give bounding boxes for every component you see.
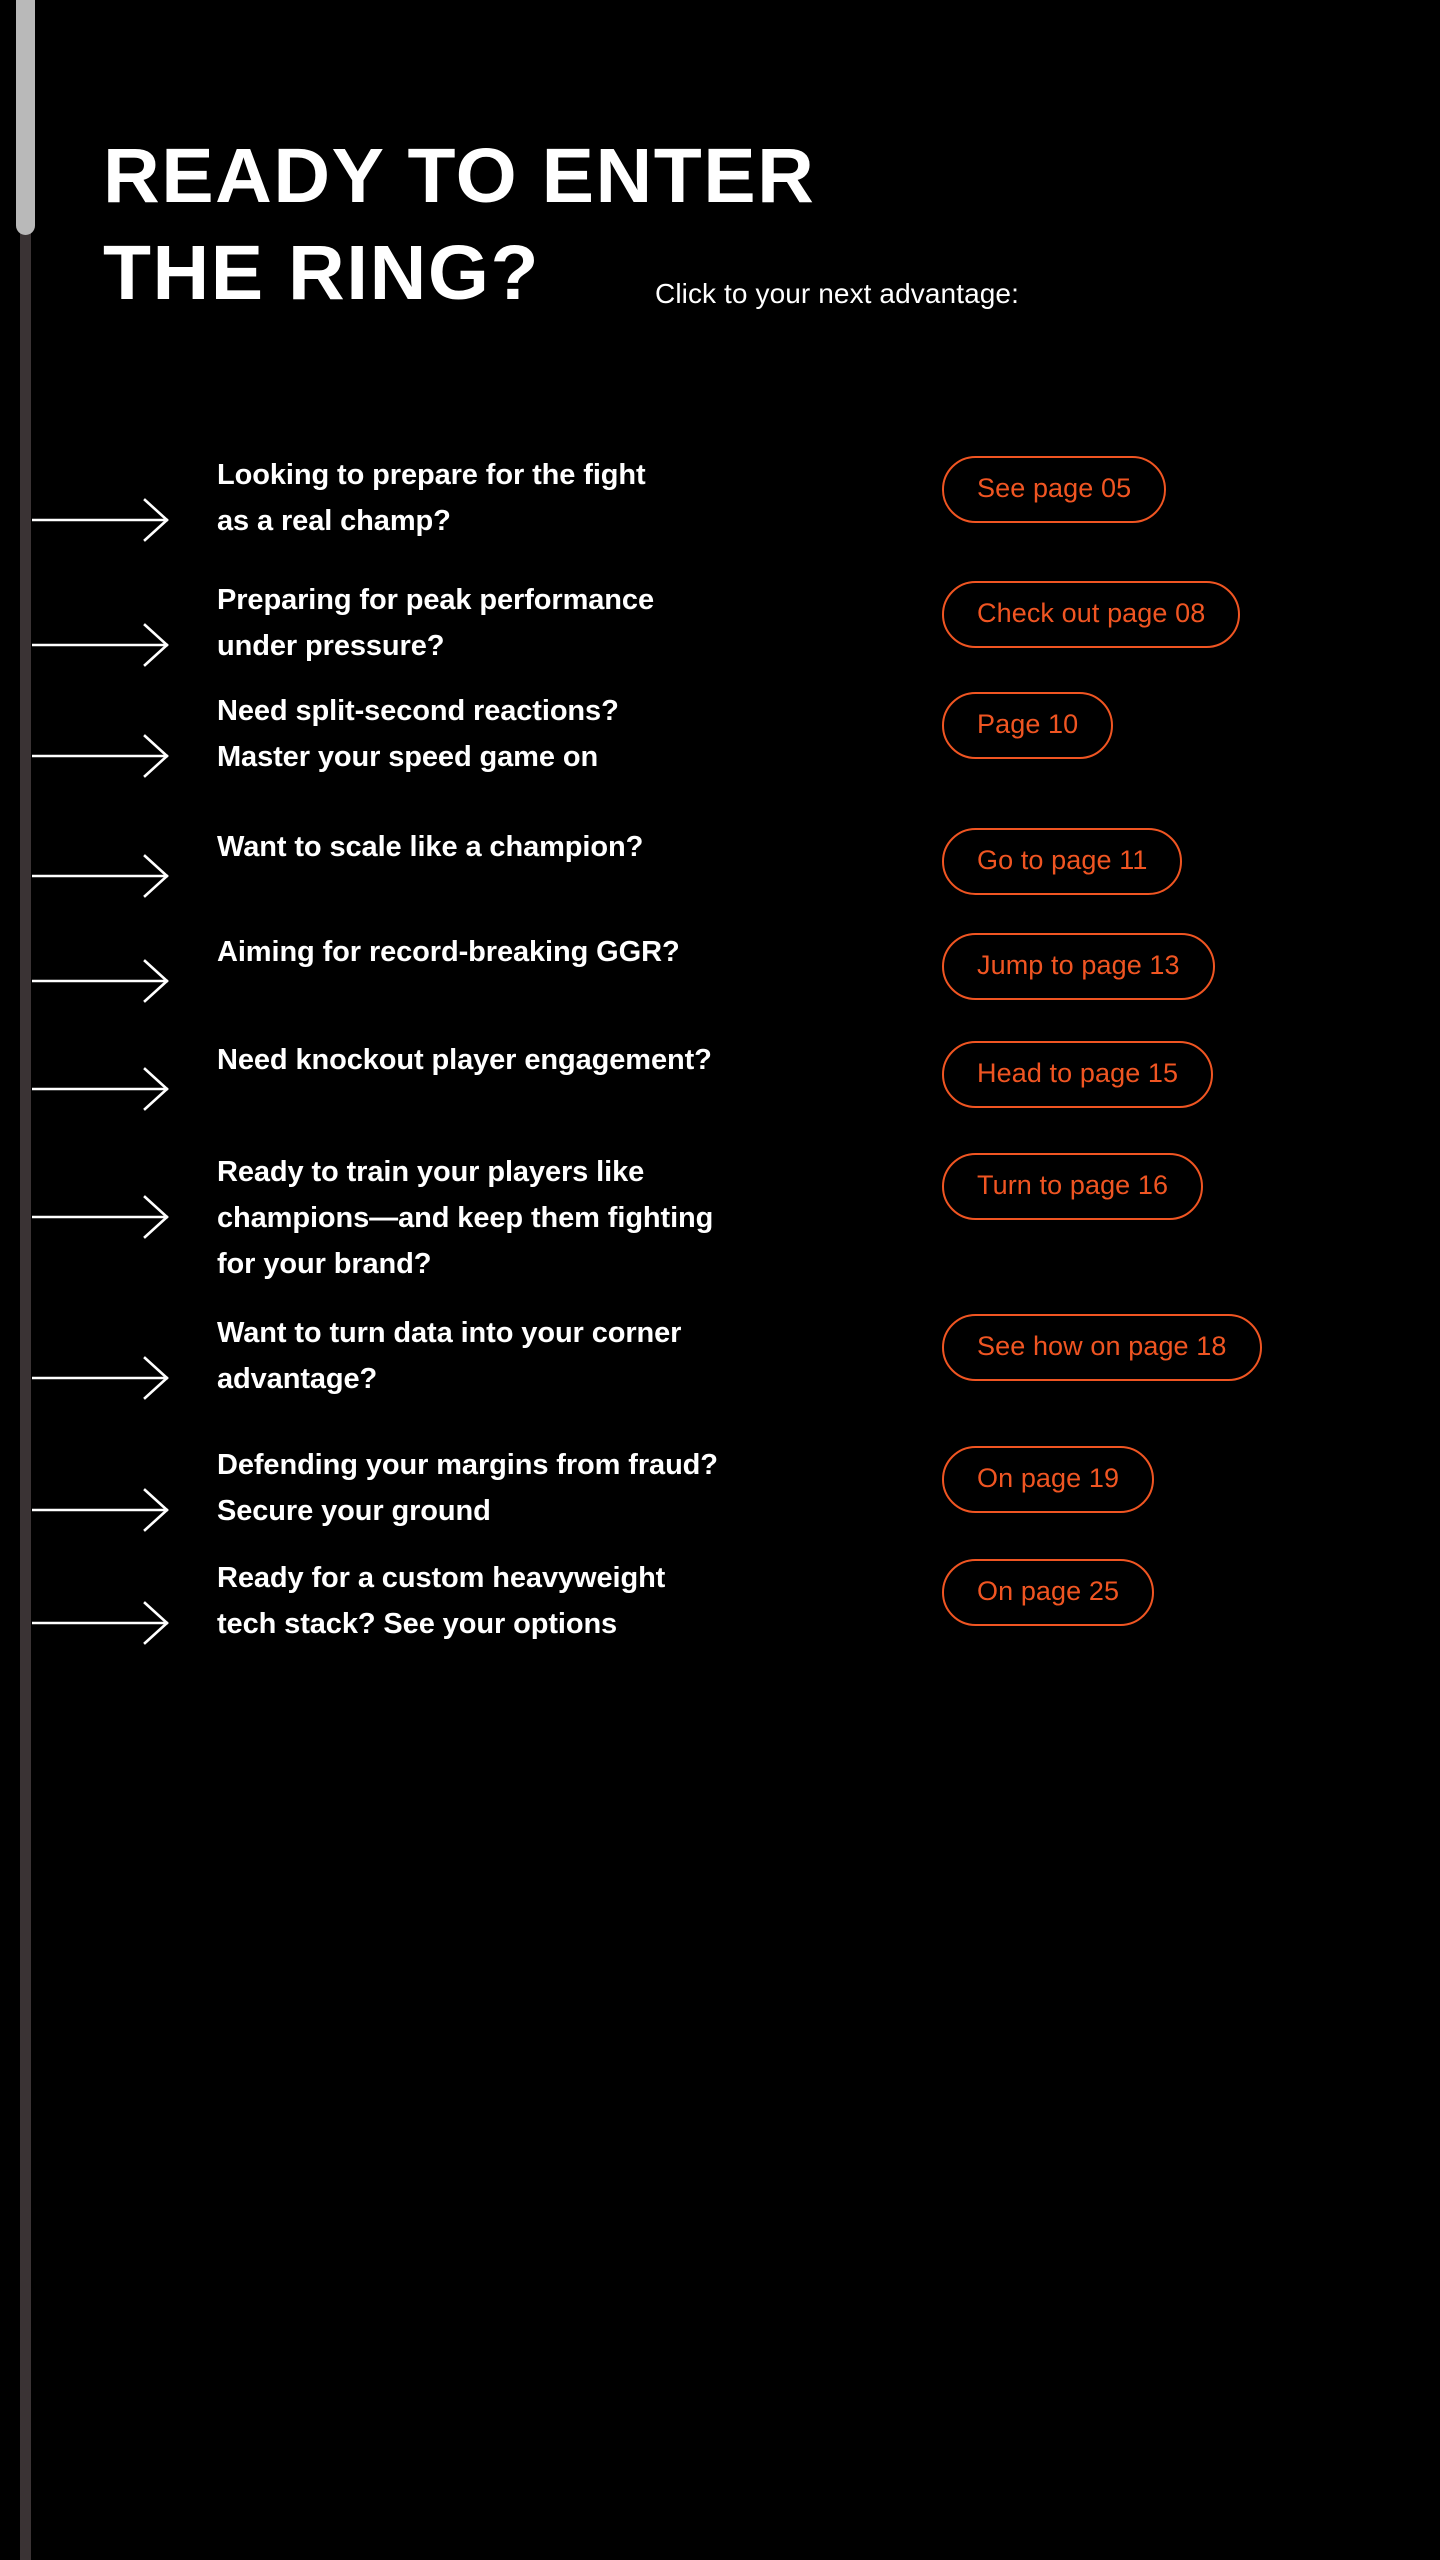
page-subtitle: Click to your next advantage:: [655, 278, 1019, 309]
arrow-right-icon: [32, 959, 182, 1003]
question-row: Looking to prepare for the fight as a re…: [0, 452, 1440, 544]
question-text: Defending your margins from fraud? Secur…: [217, 1449, 718, 1527]
arrow-right-icon: [32, 1356, 182, 1400]
page-link-cell: Check out page 08: [942, 577, 1440, 648]
question-text: Looking to prepare for the fight as a re…: [217, 459, 646, 537]
page-link-button[interactable]: See page 05: [942, 456, 1167, 523]
arrow-right-icon: [32, 1601, 182, 1645]
page-header: READY TO ENTER THE RING?: [0, 0, 1440, 322]
page-link-cell: Jump to page 13: [942, 929, 1440, 1000]
question-row: Defending your margins from fraud? Secur…: [0, 1442, 1440, 1534]
page-link-cell: On page 19: [942, 1442, 1440, 1513]
header-title-row: READY TO ENTER THE RING?: [103, 128, 1440, 322]
arrow-right-icon: [32, 623, 182, 667]
page-link-button[interactable]: Check out page 08: [942, 581, 1241, 648]
arrow-right-icon: [32, 1067, 182, 1111]
question-row: Want to scale like a champion? Go to page…: [0, 824, 1440, 898]
question-text: Want to turn data into your corner advan…: [217, 1317, 682, 1395]
page-link-cell: Page 10: [942, 688, 1440, 759]
question-cell: Defending your margins from fraud? Secur…: [217, 1442, 942, 1534]
page-link-cell: Head to page 15: [942, 1037, 1440, 1108]
page-link-cell: Turn to page 16: [942, 1149, 1440, 1220]
page-title: READY TO ENTER THE RING?: [103, 133, 816, 316]
arrow-right-icon: [32, 854, 182, 898]
question-cell: Want to turn data into your corner advan…: [217, 1310, 942, 1402]
page-link-button[interactable]: On page 19: [942, 1446, 1155, 1513]
scrollbar-track[interactable]: [20, 0, 31, 2560]
question-cell: Need knockout player engagement?: [217, 1037, 942, 1083]
arrow-right-icon: [32, 498, 182, 542]
page-link-cell: On page 25: [942, 1555, 1440, 1626]
page-link-cell: Go to page 11: [942, 824, 1440, 895]
question-row: Ready to train your players like champio…: [0, 1149, 1440, 1287]
page-link-cell: See page 05: [942, 452, 1440, 523]
question-cell: Ready to train your players like champio…: [217, 1149, 942, 1287]
arrow-right-icon: [32, 734, 182, 778]
page-link-button[interactable]: Head to page 15: [942, 1041, 1214, 1108]
page-link-button[interactable]: Page 10: [942, 692, 1114, 759]
question-cell: Need split-second reactions? Master your…: [217, 688, 942, 780]
question-row: Aiming for record-breaking GGR? Jump to p…: [0, 929, 1440, 1003]
arrow-right-icon: [32, 1195, 182, 1239]
question-text: Preparing for peak performance under pre…: [217, 584, 654, 662]
question-text: Want to scale like a champion?: [217, 831, 644, 863]
page-link-cell: See how on page 18: [942, 1310, 1440, 1381]
question-cell: Aiming for record-breaking GGR?: [217, 929, 942, 975]
question-cell: Looking to prepare for the fight as a re…: [217, 452, 942, 544]
question-text: Aiming for record-breaking GGR?: [217, 936, 680, 968]
question-cell: Ready for a custom heavyweight tech stac…: [217, 1555, 942, 1647]
question-row: Need knockout player engagement? Head to …: [0, 1037, 1440, 1111]
page-link-button[interactable]: Turn to page 16: [942, 1153, 1204, 1220]
question-text: Need knockout player engagement?: [217, 1044, 712, 1076]
question-row: Ready for a custom heavyweight tech stac…: [0, 1555, 1440, 1647]
question-text: Ready to train your players like champio…: [217, 1156, 714, 1280]
page-link-button[interactable]: See how on page 18: [942, 1314, 1262, 1381]
page-link-button[interactable]: Go to page 11: [942, 828, 1183, 895]
arrow-right-icon: [32, 1488, 182, 1532]
question-text: Ready for a custom heavyweight tech stac…: [217, 1562, 666, 1640]
page-link-button[interactable]: Jump to page 13: [942, 933, 1215, 1000]
question-row: Preparing for peak performance under pre…: [0, 577, 1440, 669]
scrollbar-thumb[interactable]: [16, 0, 35, 235]
question-row: Need split-second reactions? Master your…: [0, 688, 1440, 780]
page-link-button[interactable]: On page 25: [942, 1559, 1155, 1626]
question-cell: Preparing for peak performance under pre…: [217, 577, 942, 669]
question-text: Need split-second reactions? Master your…: [217, 695, 619, 773]
question-row: Want to turn data into your corner advan…: [0, 1310, 1440, 1402]
question-cell: Want to scale like a champion?: [217, 824, 942, 870]
